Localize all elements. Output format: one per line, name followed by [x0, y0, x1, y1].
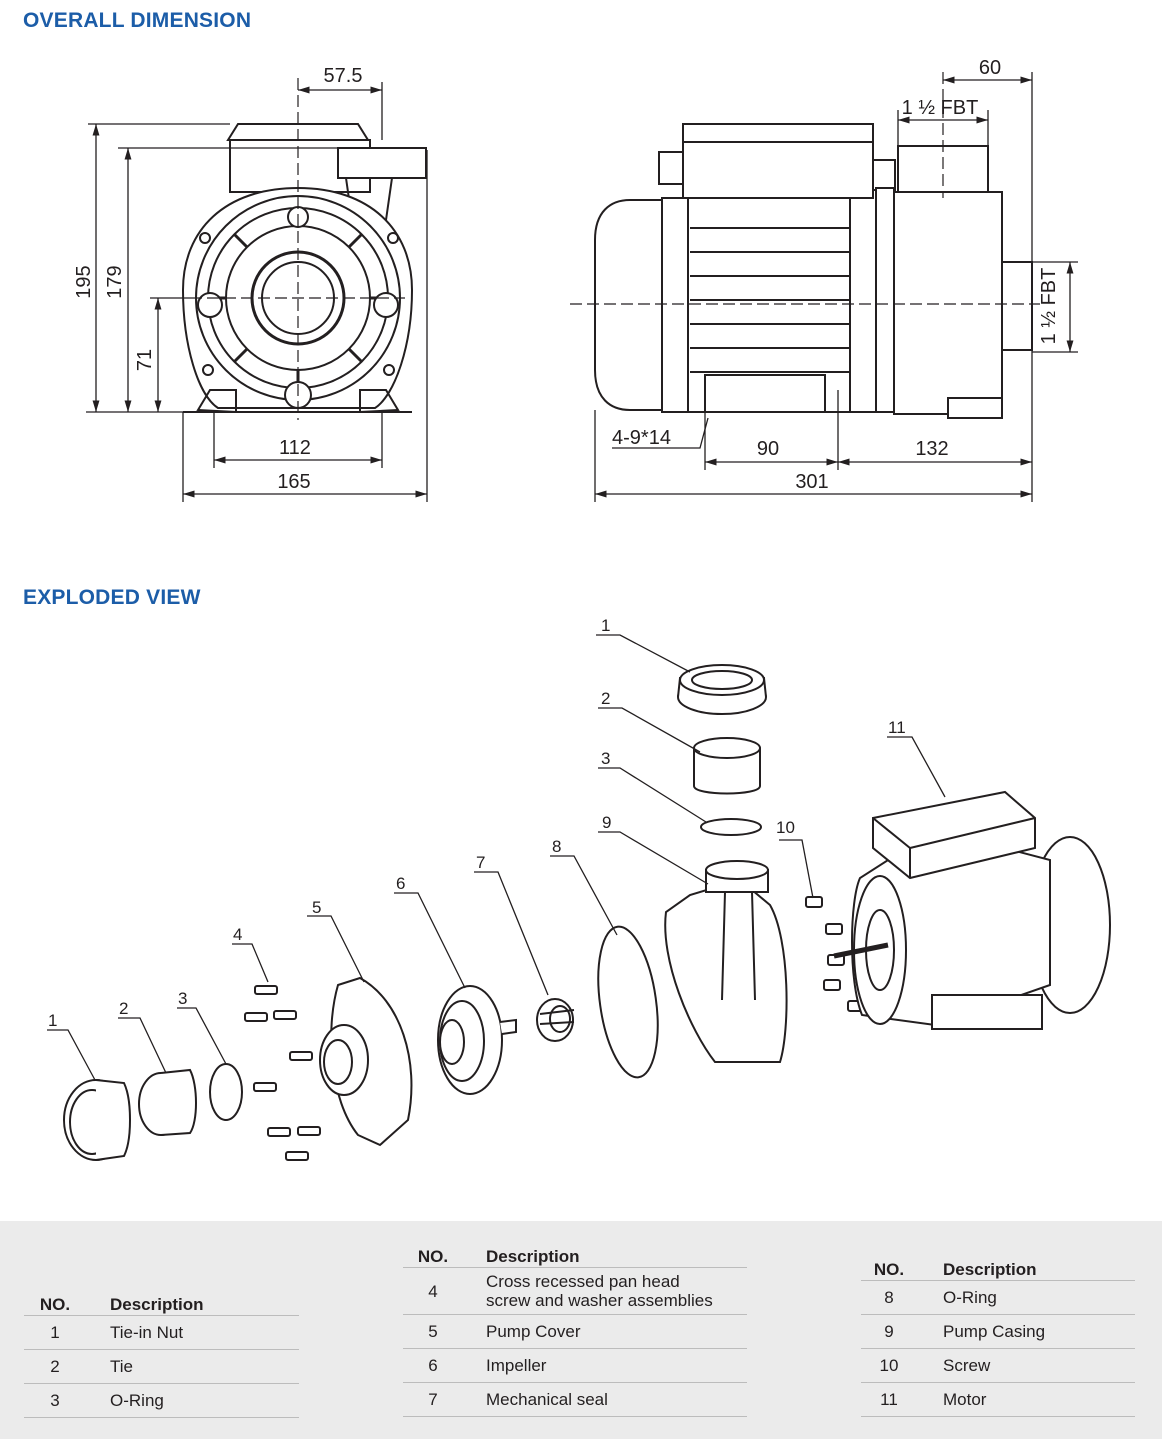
overall-dimension-title: OVERALL DIMENSION — [23, 9, 252, 32]
dim-90: 90 — [757, 438, 779, 460]
table-row: 9 Pump Casing — [861, 1314, 1135, 1349]
part-description: Impeller — [463, 1348, 747, 1383]
table-row: 6 Impeller — [403, 1348, 747, 1383]
callout-top-3: 3 — [601, 749, 610, 768]
top-o-ring — [700, 818, 762, 836]
callout-6: 6 — [396, 874, 405, 893]
dim-71: 71 — [134, 349, 156, 371]
part-description: Tie-in Nut — [86, 1315, 299, 1350]
casing-o-ring — [597, 925, 659, 1079]
exploded-view-title: EXPLODED VIEW — [23, 586, 201, 609]
header-description: Description — [917, 1253, 1135, 1281]
table-row: 4 Cross recessed pan head screw and wash… — [403, 1267, 747, 1315]
table-row: 1 Tie-in Nut — [24, 1315, 299, 1350]
part-description: O-Ring — [917, 1280, 1135, 1315]
callout-11: 11 — [888, 718, 906, 737]
header-no: NO. — [861, 1253, 917, 1281]
exploded-view-drawing: 1 2 3 9 10 11 8 7 6 5 4 1 2 3 — [47, 616, 1111, 1161]
dim-57-5: 57.5 — [324, 65, 363, 87]
part-no: 10 — [861, 1348, 917, 1383]
part-description: Mechanical seal — [463, 1382, 747, 1417]
header-description: Description — [463, 1240, 747, 1268]
part-no: 11 — [861, 1382, 917, 1417]
part-description: Motor — [917, 1382, 1135, 1417]
table-row: 11 Motor — [861, 1382, 1135, 1417]
dim-outlet-fbt: 1 ½ FBT — [902, 97, 979, 119]
pump-casing — [664, 878, 788, 1063]
part-no: 3 — [24, 1383, 86, 1418]
part-description: Tie — [86, 1349, 299, 1384]
side-view-drawing: 60 1 ½ FBT 1 ½ FBT 4-9*14 90 132 301 — [570, 57, 1078, 502]
front-view-drawing: 57.5 195 179 71 112 165 — [73, 65, 428, 502]
part-no: 9 — [861, 1314, 917, 1349]
callout-top-1: 1 — [601, 616, 610, 635]
callout-left-1: 1 — [48, 1011, 57, 1030]
dim-301: 301 — [795, 471, 828, 493]
part-description-line-1: Cross recessed pan head — [486, 1272, 680, 1291]
dim-112: 112 — [279, 437, 311, 459]
dim-60: 60 — [979, 57, 1001, 79]
part-description: Screw — [917, 1348, 1135, 1383]
header-no: NO. — [403, 1240, 463, 1268]
parts-table-right: NO. Description 8 O-Ring 9 Pump Casing 1… — [861, 1253, 1135, 1417]
header-description: Description — [86, 1288, 299, 1316]
part-description-line-2: screw and washer assemblies — [486, 1291, 713, 1310]
callout-7: 7 — [476, 853, 485, 872]
part-no: 4 — [403, 1267, 463, 1315]
table-row: 3 O-Ring — [24, 1383, 299, 1418]
callout-8: 8 — [552, 837, 561, 856]
callout-10: 10 — [776, 818, 795, 837]
callout-9: 9 — [602, 813, 611, 832]
table-row: 10 Screw — [861, 1348, 1135, 1383]
parts-table-middle: NO. Description 4 Cross recessed pan hea… — [403, 1240, 747, 1417]
dim-inlet-fbt: 1 ½ FBT — [1038, 268, 1060, 345]
part-description: Pump Cover — [463, 1314, 747, 1349]
header-no: NO. — [24, 1288, 86, 1316]
table-row: 2 Tie — [24, 1349, 299, 1384]
motor-terminal-box — [872, 790, 1036, 880]
table-row: 7 Mechanical seal — [403, 1382, 747, 1417]
callout-top-2: 2 — [601, 689, 610, 708]
table-row: 8 O-Ring — [861, 1280, 1135, 1315]
callout-left-3: 3 — [178, 989, 187, 1008]
callout-left-2: 2 — [119, 999, 128, 1018]
top-tie — [693, 737, 761, 759]
dim-mount-holes: 4-9*14 — [612, 427, 671, 449]
screw-4 — [254, 985, 278, 995]
parts-table-left: NO. Description 1 Tie-in Nut 2 Tie 3 O-R… — [24, 1288, 299, 1418]
o-ring — [209, 1063, 243, 1121]
part-no: 2 — [24, 1349, 86, 1384]
part-no: 7 — [403, 1382, 463, 1417]
part-no: 8 — [861, 1280, 917, 1315]
part-description: O-Ring — [86, 1383, 299, 1418]
part-no: 6 — [403, 1348, 463, 1383]
dim-165: 165 — [277, 471, 310, 493]
part-no: 5 — [403, 1314, 463, 1349]
part-description: Pump Casing — [917, 1314, 1135, 1349]
screw-10 — [805, 896, 823, 908]
dim-132: 132 — [915, 438, 948, 460]
callout-4: 4 — [233, 925, 242, 944]
part-description: Cross recessed pan head screw and washer… — [463, 1267, 747, 1315]
callout-5: 5 — [312, 898, 321, 917]
dim-195: 195 — [73, 265, 95, 298]
table-row: 5 Pump Cover — [403, 1314, 747, 1349]
dim-179: 179 — [104, 265, 126, 298]
part-no: 1 — [24, 1315, 86, 1350]
